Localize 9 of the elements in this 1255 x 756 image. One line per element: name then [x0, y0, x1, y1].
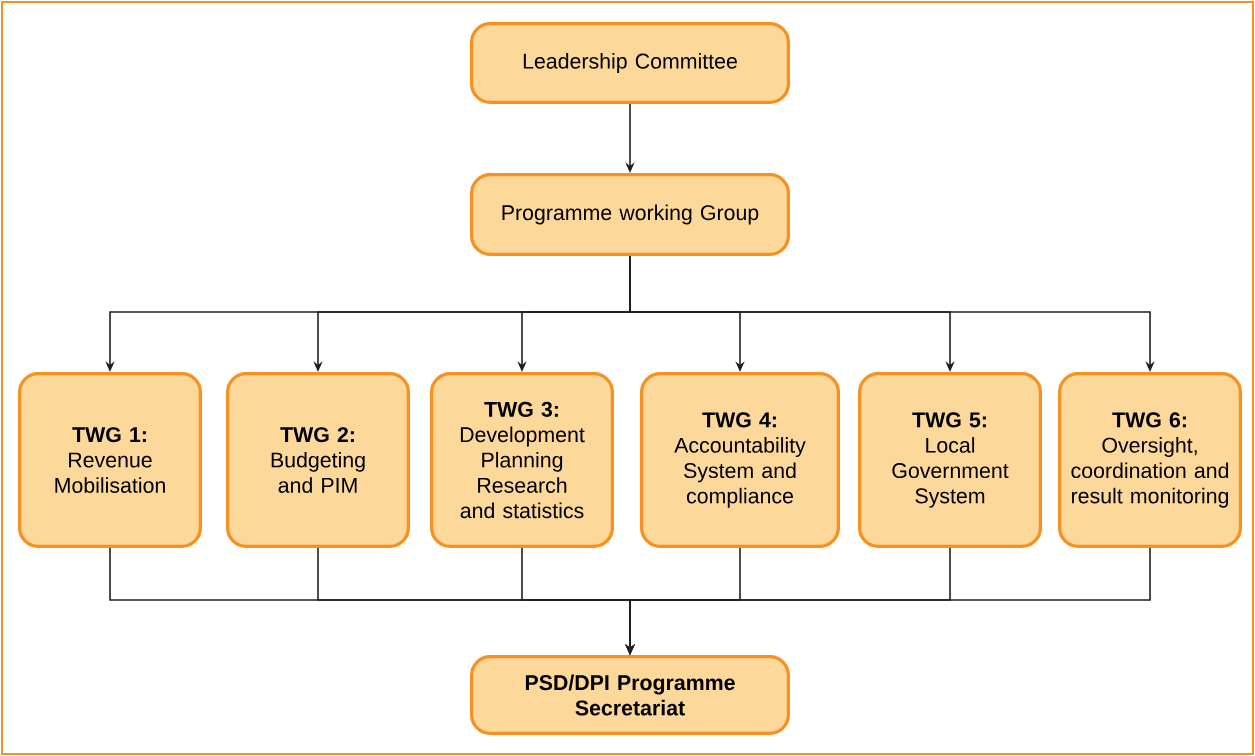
process-box: TWG 2: Budgeting and PIM — [226, 372, 410, 548]
process-box: Programme working Group — [470, 172, 790, 257]
process-box: TWG 5: Local Government System — [858, 372, 1042, 548]
process-box: TWG 1: Revenue Mobilisation — [18, 372, 202, 548]
process-box: TWG 3: Development Planning Research and statistics — [430, 372, 614, 548]
process-box: PSD/DPI Programme Secretariat — [470, 655, 790, 735]
process-box: TWG 4: Accountability System and compliance — [640, 372, 840, 548]
process-box: TWG 6: Oversight, coordination and result monitoring — [1058, 372, 1242, 548]
process-box: Leadership Committee — [470, 22, 790, 104]
